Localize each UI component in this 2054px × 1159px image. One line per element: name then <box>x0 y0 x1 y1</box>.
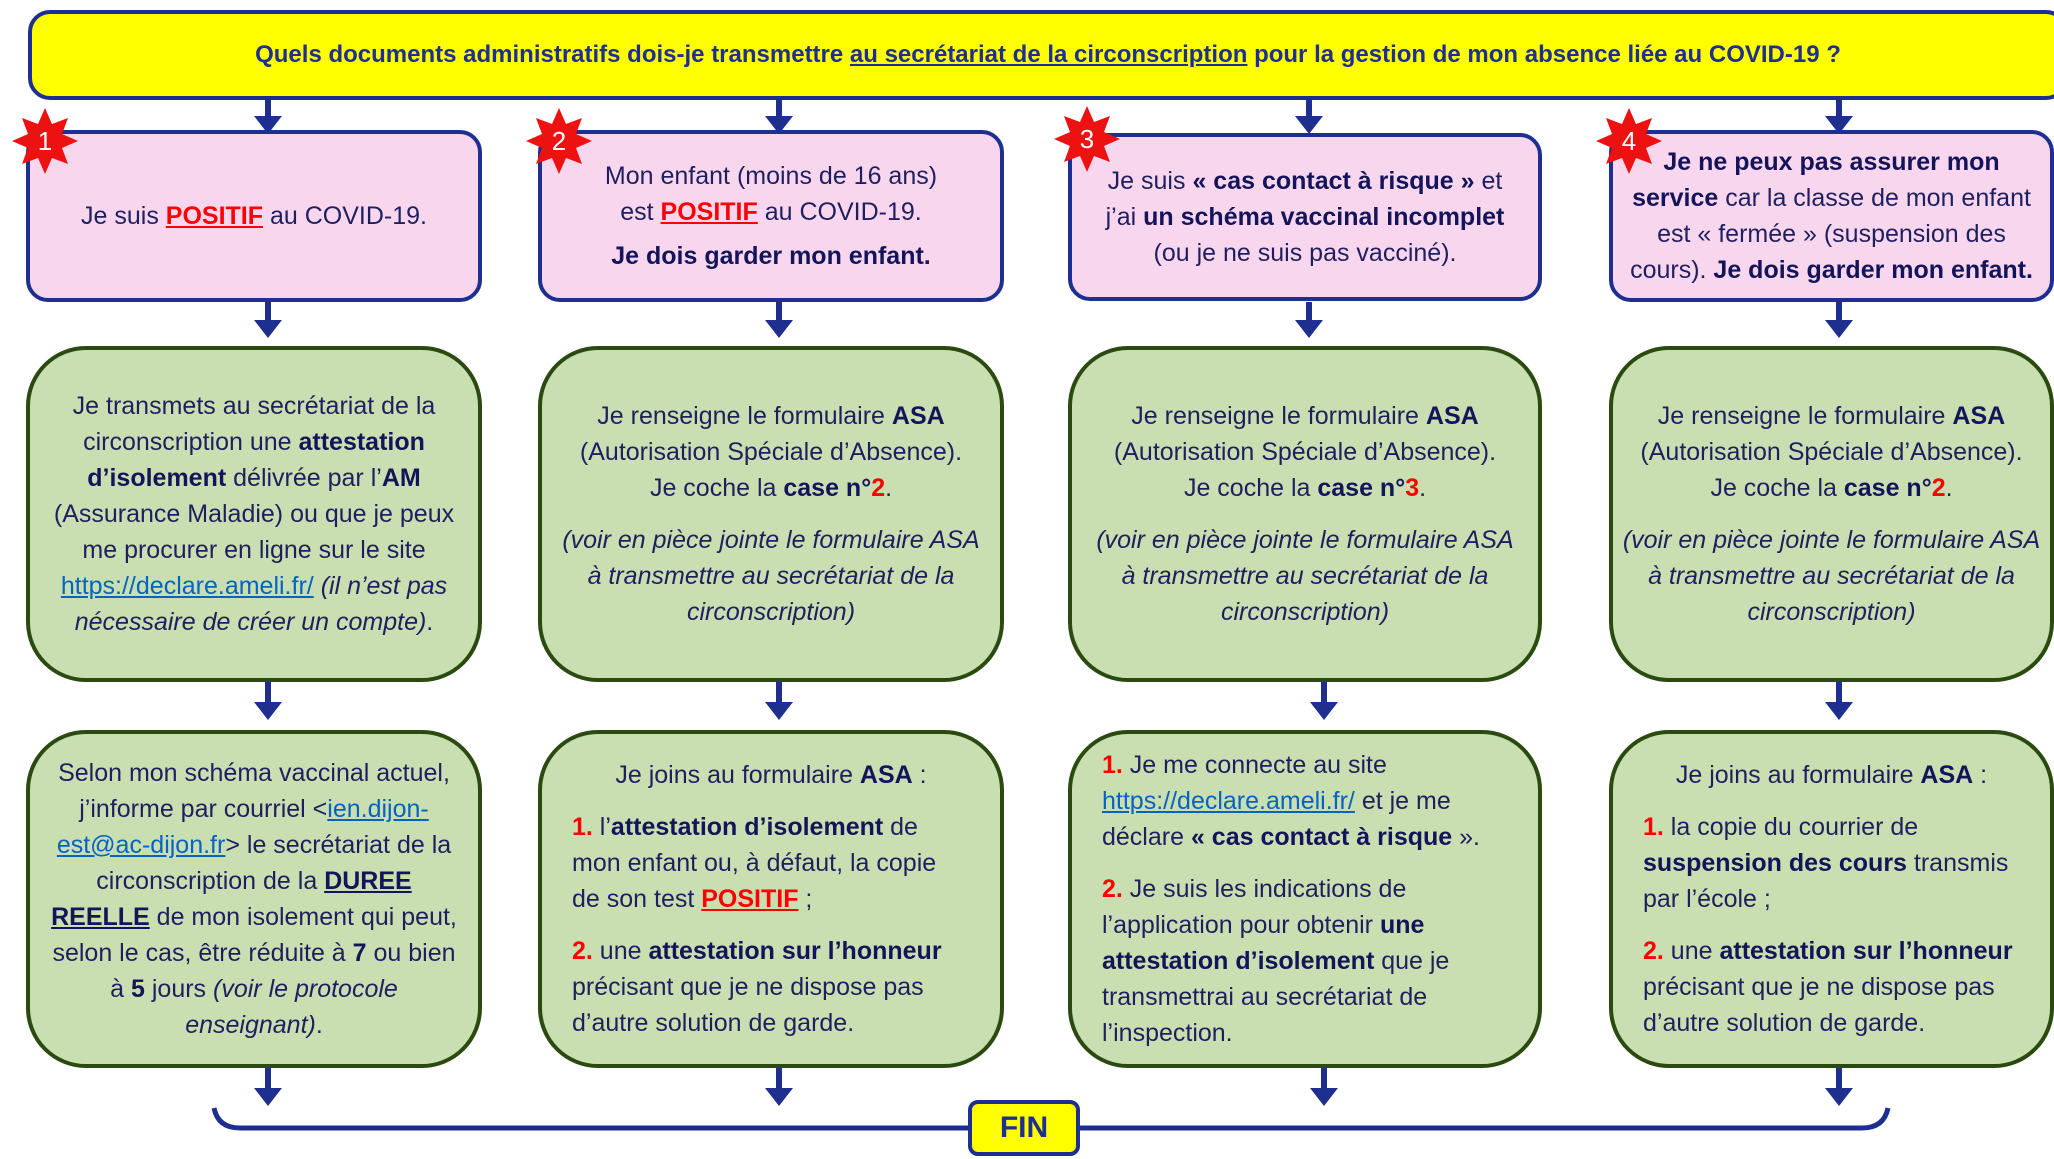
case-box-4: Je ne peux pas assurer mon service car l… <box>1609 130 2054 302</box>
end-label: FIN <box>968 1100 1080 1156</box>
step1-box-2: Je renseigne le formulaire ASA (Autorisa… <box>538 346 1004 682</box>
arrow-down <box>254 302 282 338</box>
step1-box-3: Je renseigne le formulaire ASA (Autorisa… <box>1068 346 1542 682</box>
step1-box-4: Je renseigne le formulaire ASA (Autorisa… <box>1609 346 2054 682</box>
arrow-down <box>1825 682 1853 720</box>
arrow-down <box>1310 682 1338 720</box>
arrow-down <box>254 682 282 720</box>
question-text: Quels documents administratifs dois-je t… <box>255 41 1841 68</box>
arrow-down <box>1310 1068 1338 1106</box>
step-number-badge: 3 <box>1054 106 1120 172</box>
case-box-1: Je suis POSITIF au COVID-19. <box>26 130 482 302</box>
case-box-3: Je suis « cas contact à risque » et j’ai… <box>1068 133 1542 301</box>
question-header: Quels documents administratifs dois-je t… <box>28 10 2054 100</box>
step2-box-1: Selon mon schéma vaccinal actuel, j’info… <box>26 730 482 1068</box>
step-number-badge: 4 <box>1596 108 1662 174</box>
arrow-down <box>1825 1068 1853 1106</box>
step-number-badge: 1 <box>12 108 78 174</box>
arrow-down <box>1825 302 1853 338</box>
arrow-down <box>765 100 793 134</box>
arrow-down <box>1825 100 1853 134</box>
arrow-down <box>765 302 793 338</box>
step1-box-1: Je transmets au secrétariat de la circon… <box>26 346 482 682</box>
arrow-down <box>765 682 793 720</box>
case-box-2: Mon enfant (moins de 16 ans) est POSITIF… <box>538 130 1004 302</box>
arrow-down <box>1295 100 1323 134</box>
step2-box-3: 1. Je me connecte au site https://declar… <box>1068 730 1542 1068</box>
arrow-down <box>254 100 282 134</box>
arrow-down <box>254 1068 282 1106</box>
step-number-badge: 2 <box>526 108 592 174</box>
arrow-down <box>1295 302 1323 338</box>
arrow-down <box>765 1068 793 1106</box>
step2-box-4: Je joins au formulaire ASA : 1. la copie… <box>1609 730 2054 1068</box>
step2-box-2: Je joins au formulaire ASA : 1. l’attest… <box>538 730 1004 1068</box>
